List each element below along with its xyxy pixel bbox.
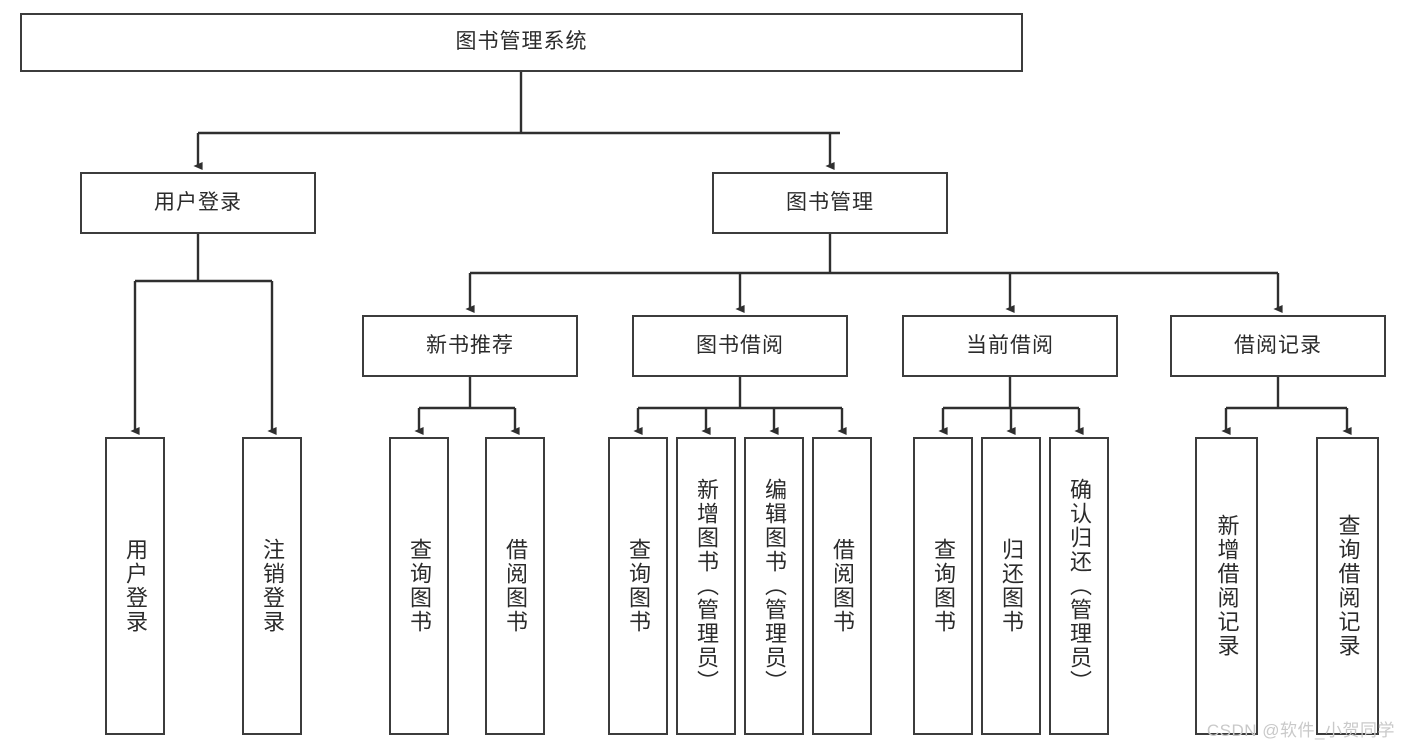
node-leaf-return-book-label: 归还图书 [998, 538, 1024, 634]
node-root[interactable]: 图书管理系统 [20, 13, 1023, 72]
node-leaf-add-record-label: 新增借阅记录 [1214, 514, 1240, 658]
node-book-manage[interactable]: 图书管理 [712, 172, 948, 234]
node-leaf-edit-book[interactable]: 编辑图书（管理员） [744, 437, 804, 735]
node-leaf-borrow-book-2-label: 借阅图书 [829, 538, 855, 634]
node-book-borrow-label: 图书借阅 [696, 333, 784, 357]
node-book-manage-label: 图书管理 [786, 190, 874, 214]
node-leaf-edit-book-label: 编辑图书（管理员） [761, 478, 787, 694]
node-leaf-borrow-book-2[interactable]: 借阅图书 [812, 437, 872, 735]
node-leaf-user-login[interactable]: 用户登录 [105, 437, 165, 735]
node-leaf-confirm-return[interactable]: 确认归还（管理员） [1049, 437, 1109, 735]
node-book-borrow[interactable]: 图书借阅 [632, 315, 848, 377]
node-leaf-user-login-label: 用户登录 [122, 538, 148, 634]
node-leaf-query-book-3-label: 查询图书 [930, 538, 956, 634]
node-leaf-query-book-1-label: 查询图书 [406, 538, 432, 634]
node-leaf-query-book-2[interactable]: 查询图书 [608, 437, 668, 735]
node-leaf-logout-login-label: 注销登录 [259, 538, 285, 634]
node-leaf-borrow-book-1[interactable]: 借阅图书 [485, 437, 545, 735]
node-leaf-query-book-1[interactable]: 查询图书 [389, 437, 449, 735]
node-current-borrow-label: 当前借阅 [966, 333, 1054, 357]
node-user-login[interactable]: 用户登录 [80, 172, 316, 234]
node-borrow-record[interactable]: 借阅记录 [1170, 315, 1386, 377]
node-leaf-add-book-label: 新增图书（管理员） [693, 478, 719, 694]
csdn-watermark: CSDN @软件_小贺同学 [1206, 721, 1395, 740]
node-leaf-borrow-book-1-label: 借阅图书 [502, 538, 528, 634]
node-borrow-record-label: 借阅记录 [1234, 333, 1322, 357]
node-leaf-query-book-3[interactable]: 查询图书 [913, 437, 973, 735]
node-new-book-recommend-label: 新书推荐 [426, 333, 514, 357]
node-leaf-query-record-label: 查询借阅记录 [1335, 514, 1361, 658]
node-leaf-confirm-return-label: 确认归还（管理员） [1066, 478, 1092, 694]
node-leaf-return-book[interactable]: 归还图书 [981, 437, 1041, 735]
node-leaf-add-record[interactable]: 新增借阅记录 [1195, 437, 1258, 735]
node-leaf-query-record[interactable]: 查询借阅记录 [1316, 437, 1379, 735]
node-leaf-logout-login[interactable]: 注销登录 [242, 437, 302, 735]
node-user-login-label: 用户登录 [154, 190, 242, 214]
node-root-label: 图书管理系统 [455, 30, 588, 54]
node-current-borrow[interactable]: 当前借阅 [902, 315, 1118, 377]
node-leaf-query-book-2-label: 查询图书 [625, 538, 651, 634]
node-new-book-recommend[interactable]: 新书推荐 [362, 315, 578, 377]
node-leaf-add-book[interactable]: 新增图书（管理员） [676, 437, 736, 735]
